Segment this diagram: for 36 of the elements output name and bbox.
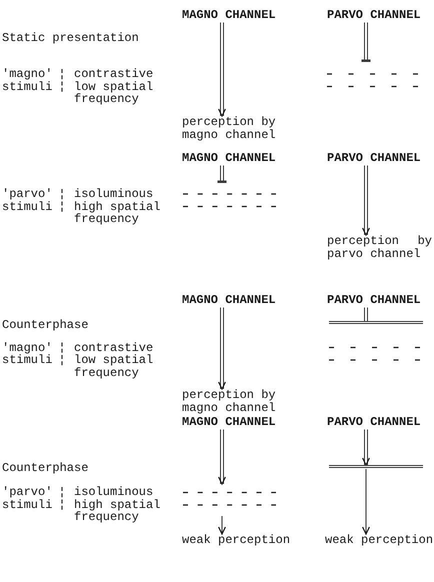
stimulus-label: 'parvo' stimuli <box>2 188 54 213</box>
arrow <box>218 516 226 535</box>
arrow <box>362 468 370 535</box>
condition-label: Counterphase <box>2 462 88 474</box>
arrow <box>218 307 226 390</box>
channel-heading: PARVO CHANNEL <box>327 152 421 164</box>
condition-label: Static presentation <box>2 32 139 44</box>
stimulus-description: isoluminous high spatial frequency <box>74 188 162 226</box>
arrow <box>362 429 370 466</box>
perception-label: perception by magno channel <box>182 389 279 414</box>
perception-label: weak perception <box>325 534 434 546</box>
channel-heading: MAGNO CHANNEL <box>182 9 276 22</box>
arrow <box>218 429 226 485</box>
arrow <box>218 22 226 117</box>
perception-label: perception by parvo channel <box>327 235 432 260</box>
stimulus-description: contrastive low spatial frequency <box>74 68 154 106</box>
blocked-line <box>362 22 370 62</box>
stimulus-description: isoluminous high spatial frequency <box>74 486 162 524</box>
stimulus-description: contrastive low spatial frequency <box>74 342 154 379</box>
channel-heading: PARVO CHANNEL <box>327 9 421 22</box>
blocking-bar <box>329 321 423 324</box>
condition-label: Counterphase <box>2 319 88 332</box>
stimulus-label: 'parvo' stimuli <box>2 486 54 511</box>
channel-heading: PARVO CHANNEL <box>327 294 421 306</box>
stimulus-label: 'magno' stimuli <box>2 68 54 93</box>
channel-heading: MAGNO CHANNEL <box>182 294 276 306</box>
channel-heading: MAGNO CHANNEL <box>182 152 276 164</box>
perception-label: weak perception <box>182 534 290 546</box>
channel-heading: PARVO CHANNEL <box>327 416 421 428</box>
blocking-bar <box>329 465 423 468</box>
channel-heading: MAGNO CHANNEL <box>182 416 276 428</box>
connector-line <box>364 307 368 322</box>
perception-label: perception by magno channel <box>182 116 279 141</box>
blocked-line <box>218 165 226 184</box>
arrow <box>362 165 370 236</box>
stimulus-label: 'magno' stimuli <box>2 342 54 366</box>
